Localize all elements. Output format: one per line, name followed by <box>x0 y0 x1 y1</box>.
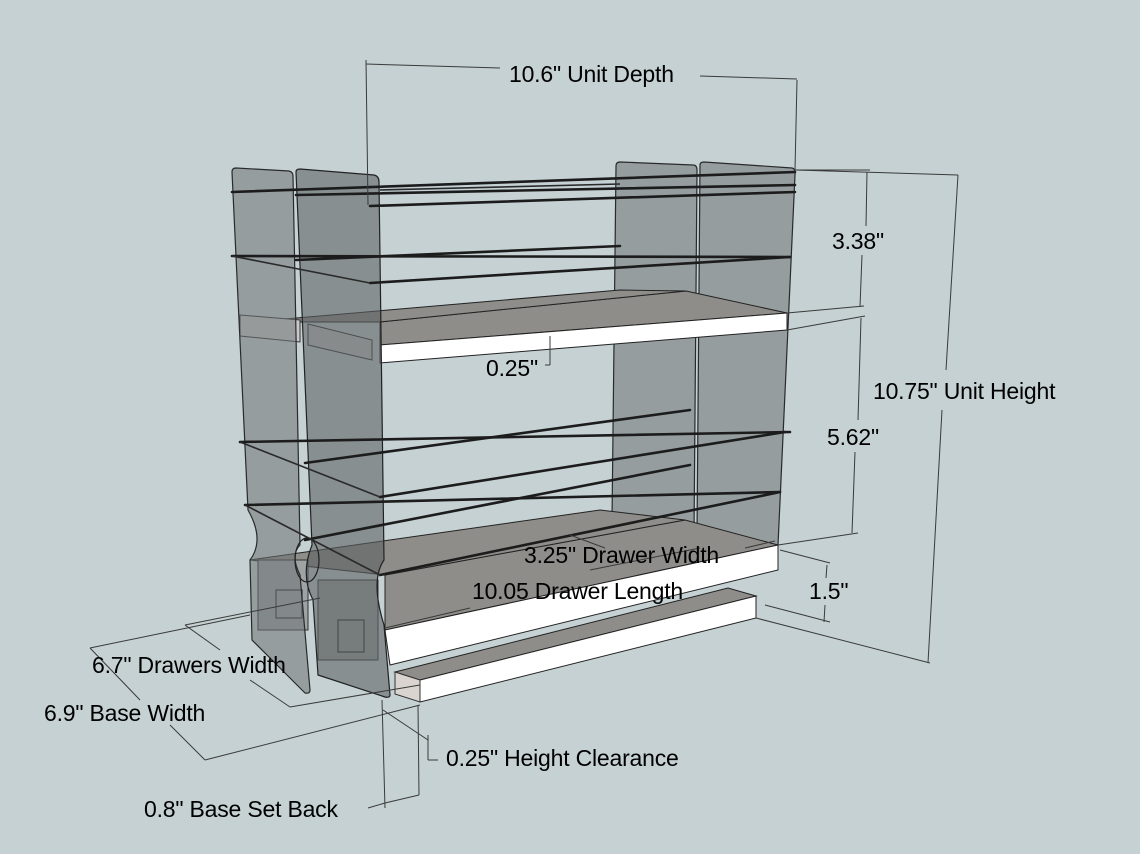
base-set-back-label: 0.8" Base Set Back <box>144 796 338 822</box>
dimension-lines <box>89 59 959 809</box>
guard-rods <box>230 170 797 577</box>
shelf-thickness-label: 0.25" <box>486 355 538 381</box>
upper-tier-height-label: 3.38" <box>832 228 884 254</box>
base-width-label: 6.9" Base Width <box>44 700 206 726</box>
unit-height-label: 10.75" Unit Height <box>873 378 1056 404</box>
lower-tier-height-label: 5.62" <box>827 424 879 450</box>
drawer-length-label: 10.05 Drawer Length <box>472 578 684 604</box>
base-slab <box>393 587 758 703</box>
base-height-label: 1.5" <box>809 578 849 604</box>
front-side-panels <box>231 167 391 698</box>
drawers-width-label: 6.7" Drawers Width <box>92 652 286 678</box>
back-side-panels <box>611 161 796 546</box>
unit-depth-label: 10.6" Unit Depth <box>509 61 674 87</box>
drawer-width-label: 3.25" Drawer Width <box>524 542 720 568</box>
height-clearance-label: 0.25" Height Clearance <box>446 745 679 771</box>
